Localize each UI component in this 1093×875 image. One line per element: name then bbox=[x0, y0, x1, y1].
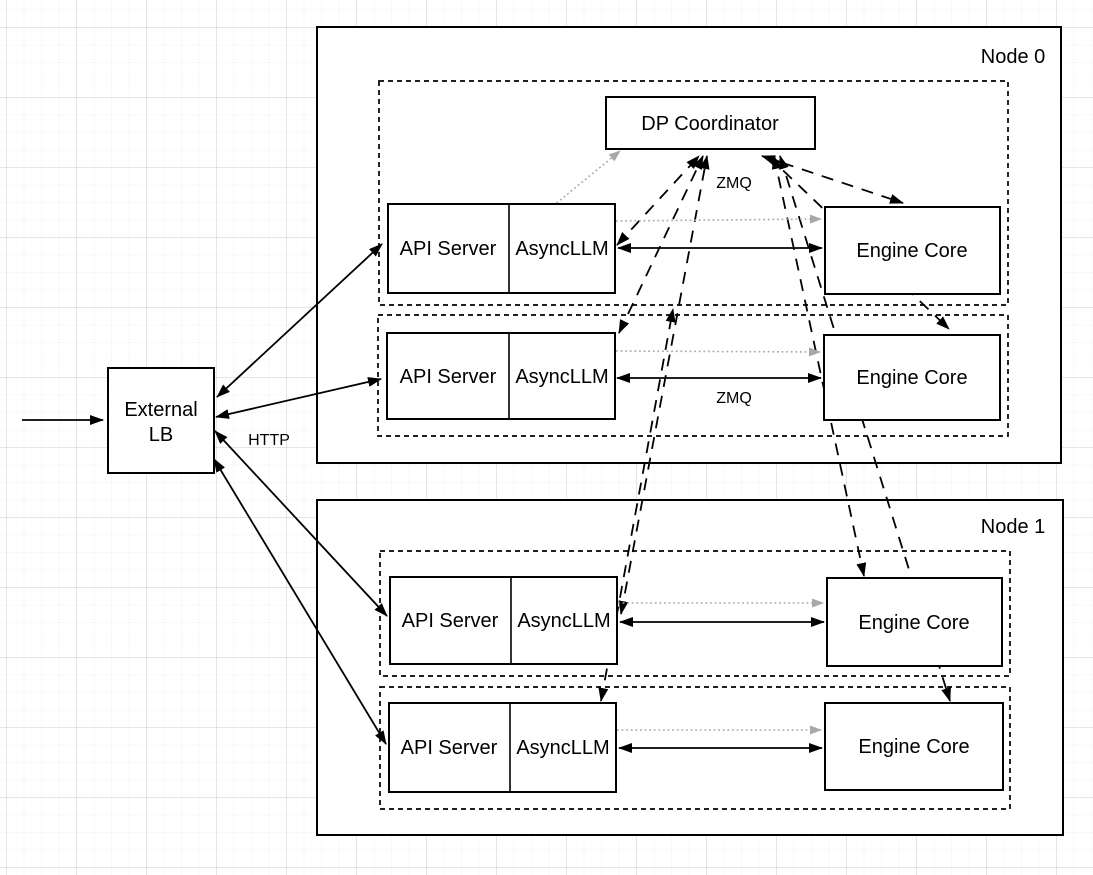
node0-label: Node 0 bbox=[981, 46, 1046, 68]
external-lb-box bbox=[107, 367, 215, 474]
async-llm-label-row3: AsyncLLM bbox=[517, 610, 610, 632]
dp-coordinator-box bbox=[605, 96, 816, 150]
external-lb-label-line1: External bbox=[124, 399, 197, 421]
dp-coordinator-label: DP Coordinator bbox=[641, 113, 779, 135]
api-server-label-row4: API Server bbox=[401, 737, 498, 759]
zmq-label-engine: ZMQ bbox=[716, 390, 752, 407]
api-async-box-row4 bbox=[388, 702, 617, 793]
engine-core-box-row1 bbox=[824, 206, 1001, 295]
api-async-box-row3 bbox=[389, 576, 618, 665]
engine-core-label-row1: Engine Core bbox=[856, 240, 967, 262]
async1-coordinator-dotted-arrow bbox=[552, 150, 621, 207]
api-server-label-row1: API Server bbox=[400, 238, 497, 260]
http-label: HTTP bbox=[248, 432, 290, 449]
api-server-label-row3: API Server bbox=[402, 610, 499, 632]
zmq-label-coordinator: ZMQ bbox=[716, 175, 752, 192]
engine-core-label-row2: Engine Core bbox=[856, 367, 967, 389]
async-llm-label-row1: AsyncLLM bbox=[515, 238, 608, 260]
engine-core-box-row2 bbox=[823, 334, 1001, 421]
async-llm-label-row2: AsyncLLM bbox=[515, 366, 608, 388]
node0-group1-dashed-container bbox=[378, 80, 1009, 306]
node1-label: Node 1 bbox=[981, 516, 1046, 538]
engine-core-label-row3: Engine Core bbox=[858, 612, 969, 634]
async2-engine2-dotted-arrow bbox=[615, 347, 821, 357]
api-server-label-row2: API Server bbox=[400, 366, 497, 388]
engine-core-box-row4 bbox=[824, 702, 1004, 791]
lb-api1-arrow bbox=[216, 243, 383, 398]
api-async-box-row1 bbox=[387, 203, 616, 294]
async1-engine1-dotted-arrow bbox=[615, 214, 822, 224]
node1-group2-dashed-container bbox=[379, 686, 1011, 810]
engine-core-box-row3 bbox=[826, 577, 1003, 667]
lb-api4-arrow bbox=[213, 458, 387, 745]
async-llm-label-row4: AsyncLLM bbox=[516, 737, 609, 759]
api-async-box-row2 bbox=[386, 332, 616, 420]
external-lb-label-line2: LB bbox=[149, 424, 173, 446]
engine-core-label-row4: Engine Core bbox=[858, 736, 969, 758]
node1-group1-dashed-container bbox=[379, 550, 1011, 677]
lb-api2-arrow bbox=[215, 377, 382, 419]
